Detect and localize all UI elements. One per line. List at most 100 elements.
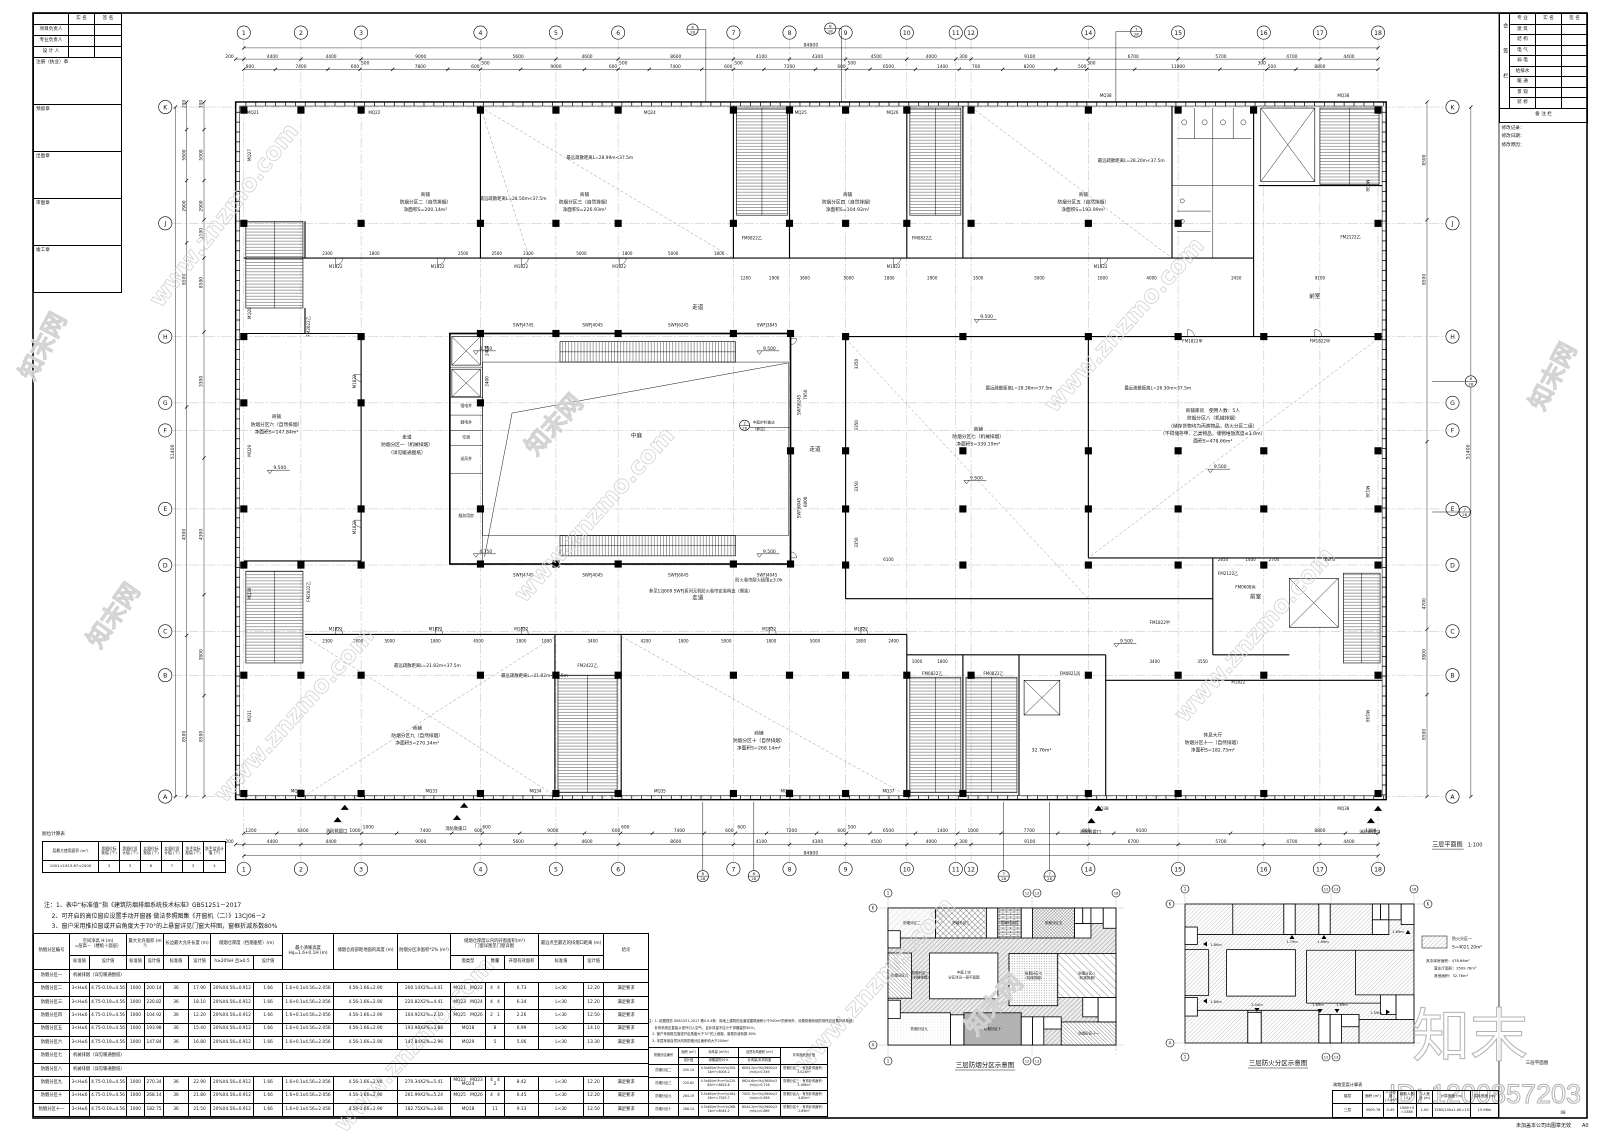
signature-field[interactable]	[1561, 34, 1588, 46]
interior-dimension: 2450	[1231, 275, 1242, 280]
axis-bubble-label: 7	[731, 30, 735, 37]
dimension-tick	[582, 67, 587, 72]
name-field[interactable]	[1535, 55, 1562, 67]
legend-zone-area: S=4021.20m²	[1452, 945, 1482, 951]
smoke-zone-label: 防烟分区四	[1001, 920, 1019, 925]
signature-field[interactable]	[1561, 97, 1588, 109]
dimension-value: 4400	[1343, 54, 1354, 60]
dimension-value: 4300	[812, 839, 823, 845]
interior-dimension: 3350	[854, 420, 859, 431]
name-field[interactable]	[1535, 23, 1562, 35]
th-standard: 标准值	[538, 955, 585, 970]
window-label: MQ38	[1365, 180, 1370, 192]
dimension-tick	[1176, 842, 1181, 847]
signature-field[interactable]	[1561, 55, 1588, 67]
elevation-symbol-icon	[756, 553, 780, 558]
interior-dimension: 3500	[973, 275, 984, 280]
exit-width-label: 1.69m	[1317, 940, 1329, 944]
name-field[interactable]	[1535, 65, 1562, 77]
axis-bubble-right: G	[1445, 395, 1460, 410]
std-net-height: 3<H≤6	[69, 1076, 90, 1091]
designer-name-field[interactable]	[68, 46, 95, 58]
structural-column	[1374, 789, 1382, 798]
axis-bubble-label: 14	[1084, 30, 1092, 37]
reference-number: 8	[1470, 376, 1473, 381]
axis-bubble-circle	[158, 624, 173, 639]
axis-bubble-right: A	[1445, 789, 1460, 804]
axis-label: 13	[1334, 1056, 1339, 1060]
discipline-lead-name-field[interactable]	[68, 35, 95, 47]
signature-field[interactable]	[1561, 65, 1588, 77]
dimension-tick	[868, 831, 872, 836]
legend-zone-name: 防火分区一	[1452, 935, 1472, 941]
th-reservoir-depth: 储烟仓厚度（挡烟垂壁）(m)	[210, 933, 284, 956]
plan-note: 防火卷帘耐火极限≥3.0h	[735, 576, 782, 583]
th-net-height-formula: =层高－（楼板＋面层）	[74, 943, 122, 949]
designer-signature-field[interactable]	[94, 46, 122, 58]
dimension-tick	[1318, 842, 1322, 847]
mechanical-exhaust-note: 机械排烟（详见暖通图纸）	[68, 1049, 650, 1064]
service-room-label: 弱电井	[460, 419, 472, 424]
discipline-lead-signature-field[interactable]	[94, 35, 122, 47]
window-type: MQ25 MQ26	[450, 1009, 487, 1024]
name-field[interactable]	[1535, 44, 1562, 56]
name-field[interactable]	[1535, 76, 1562, 88]
axis-bubble-label: 8	[788, 866, 792, 873]
reference-number: 7	[1048, 871, 1051, 876]
overall-width-dimension: 51400	[1466, 105, 1473, 799]
dimension-value: 6500	[883, 828, 894, 834]
space-label: 前室	[1250, 593, 1262, 601]
axis-bubble-circle	[1445, 423, 1460, 438]
name-field[interactable]	[1535, 86, 1562, 98]
makeup-header-cell: 面积 (m²)	[678, 1047, 699, 1058]
elevation-symbol-icon	[963, 480, 987, 485]
structural-column	[1174, 789, 1182, 798]
structural-column	[1084, 447, 1092, 455]
room-name: 商铺库房 使用人数：5人	[1186, 407, 1241, 414]
dimension-value: 8800	[1314, 828, 1325, 834]
interior-dimension: 3550	[1197, 659, 1208, 664]
smoke-table-row: 防烟分区七机械排烟（详见暖通图纸）	[33, 1049, 650, 1064]
axis-bubble-label: A	[1450, 794, 1455, 801]
interior-dimension: 3400	[587, 639, 598, 644]
axis-bubble-label: H	[163, 334, 168, 341]
dimension-tick	[359, 831, 364, 836]
window-label: MQ38	[1337, 93, 1349, 98]
fire-shutter-label: SWFJ4045	[757, 572, 778, 577]
axis-bubble-left: H	[158, 329, 173, 344]
clear-height: 1.6+0.1x4.56=2.056	[282, 1102, 335, 1118]
signature-field[interactable]	[1561, 44, 1588, 56]
space-label: 走道	[809, 445, 821, 453]
axis-label: K	[1169, 902, 1172, 907]
evacuation-cell: 3509.78	[1362, 1103, 1384, 1118]
design-exhaust-distance: 12.20	[583, 982, 605, 997]
structural-column	[240, 399, 248, 407]
dimension-tick	[731, 842, 736, 847]
std-net-height: 3<H≤6	[69, 1089, 90, 1104]
name-field[interactable]	[1535, 34, 1562, 46]
signature-field[interactable]	[1561, 86, 1588, 98]
project-lead-name-field[interactable]	[68, 24, 95, 36]
structural-column	[240, 106, 248, 114]
wc-fixture-icon	[1181, 119, 1188, 126]
interior-dimension: 3350	[854, 537, 859, 548]
structural-column	[1174, 219, 1182, 227]
dimension-tick	[299, 842, 303, 847]
reservoir-bottom-height: 4.56-1.66=2.90	[333, 982, 399, 997]
std-reservoir-depth: 20%X4.56=0.912	[210, 982, 255, 997]
axis-bubble-label: A	[163, 794, 168, 801]
std-exhaust-distance: L<30	[538, 995, 585, 1011]
name-field[interactable]	[1535, 97, 1562, 109]
signature-field[interactable]	[1561, 23, 1588, 35]
elevation-marker: 9.500	[1113, 639, 1137, 648]
axis-bubble-label: F	[1451, 428, 1455, 435]
interior-dimension: 4500	[473, 639, 484, 644]
reservoir-bottom-height: 4.56-1.66=2.90	[333, 1022, 399, 1037]
structural-column	[614, 560, 622, 568]
project-lead-signature-field[interactable]	[94, 24, 122, 36]
signature-field[interactable]	[1561, 76, 1588, 88]
header-row: 防烟分区编号 空间净高 H (m)=层高－（楼板＋面层） 最大允许面积 (m²)…	[33, 933, 650, 970]
dimension-value: 4100	[756, 839, 767, 845]
two-percent-area: 270.34X2%=5.41	[397, 1076, 452, 1091]
